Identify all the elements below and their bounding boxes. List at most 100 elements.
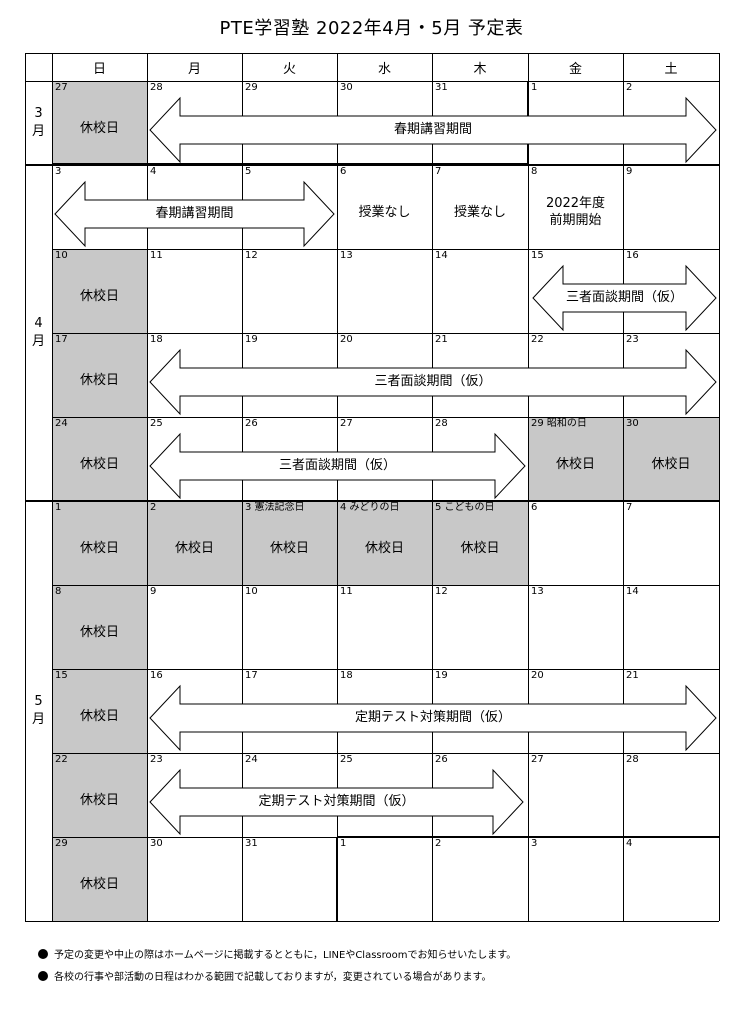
day-number: 3 bbox=[55, 166, 62, 177]
day-number: 14 bbox=[626, 586, 639, 597]
weekday-header: 土 bbox=[664, 61, 678, 77]
day-cell: 11 bbox=[337, 585, 432, 669]
day-cell: 9 bbox=[147, 585, 242, 669]
day-note: 授業なし bbox=[358, 205, 411, 220]
day-cell: 5 bbox=[242, 165, 337, 249]
day-cell: 9 bbox=[623, 165, 719, 249]
grid-line bbox=[52, 668, 719, 670]
double-arrow-icon bbox=[54, 180, 335, 248]
day-number: 20 bbox=[531, 670, 544, 681]
day-number: 13 bbox=[340, 250, 353, 261]
day-number: 7 bbox=[626, 502, 633, 513]
bullet-icon bbox=[38, 971, 48, 981]
day-number: 18 bbox=[340, 670, 353, 681]
period-label: 三者面談期間（仮） bbox=[565, 290, 683, 305]
day-cell: 22 bbox=[528, 333, 623, 417]
period-label: 定期テスト対策期間（仮） bbox=[354, 710, 511, 725]
day-cell: 27 bbox=[528, 753, 623, 837]
period-label: 春期講習期間 bbox=[155, 206, 234, 221]
holiday-label: 休校日 bbox=[79, 373, 119, 388]
day-number: 31 bbox=[435, 82, 448, 93]
grid-line bbox=[25, 52, 719, 54]
grid-line bbox=[52, 163, 528, 165]
bullet-icon bbox=[38, 949, 48, 959]
grid-line bbox=[52, 416, 719, 418]
day-cell: 19 bbox=[432, 669, 528, 753]
day-number: 31 bbox=[245, 838, 258, 849]
day-number: 18 bbox=[150, 334, 163, 345]
double-arrow-icon bbox=[149, 348, 717, 416]
day-number: 12 bbox=[435, 586, 448, 597]
day-number: 16 bbox=[626, 250, 639, 261]
footnote-1: 予定の変更や中止の際はホームページに掲載するとともに，LINEやClassroo… bbox=[38, 945, 516, 967]
day-number: 17 bbox=[245, 670, 258, 681]
day-cell: 6 bbox=[528, 501, 623, 585]
day-number: 30 bbox=[150, 838, 163, 849]
day-cell: 8 2022年度 前期開始 bbox=[528, 165, 623, 249]
day-number: 30 bbox=[626, 418, 639, 429]
day-number: 26 bbox=[435, 754, 448, 765]
day-number: 15 bbox=[531, 250, 544, 261]
grid-line bbox=[336, 837, 338, 921]
day-cell: 13 bbox=[337, 249, 432, 333]
day-cell: 25 bbox=[147, 417, 242, 501]
double-arrow-icon bbox=[149, 96, 717, 164]
day-number: 20 bbox=[340, 334, 353, 345]
day-number: 3 bbox=[531, 838, 538, 849]
day-cell: 12 bbox=[242, 249, 337, 333]
holiday-label: 休校日 bbox=[79, 541, 119, 556]
day-cell: 24 bbox=[242, 753, 337, 837]
double-arrow-icon bbox=[149, 432, 526, 500]
day-number: 29 bbox=[245, 82, 258, 93]
day-number: 8 bbox=[531, 166, 538, 177]
day-number: 24 bbox=[245, 754, 258, 765]
grid-line bbox=[622, 53, 624, 921]
day-cell: 14 bbox=[623, 585, 719, 669]
holiday-label: 休校日 bbox=[364, 541, 404, 556]
day-number: 27 bbox=[531, 754, 544, 765]
month-label: 5 月 bbox=[31, 694, 45, 727]
day-cell: 4 bbox=[147, 165, 242, 249]
day-number: 4 みどりの日 bbox=[340, 502, 400, 513]
day-note: 授業なし bbox=[453, 205, 506, 220]
day-number: 27 bbox=[55, 82, 68, 93]
grid-line bbox=[24, 53, 26, 921]
day-cell: 4 みどりの日休校日 bbox=[337, 501, 432, 585]
day-cell: 7 bbox=[623, 501, 719, 585]
holiday-label: 休校日 bbox=[555, 457, 595, 472]
month-label: 3 月 bbox=[31, 106, 45, 139]
day-number: 19 bbox=[245, 334, 258, 345]
day-number: 9 bbox=[626, 166, 633, 177]
holiday-label: 休校日 bbox=[79, 877, 119, 892]
day-number: 28 bbox=[435, 418, 448, 429]
day-cell: 3 bbox=[52, 165, 147, 249]
day-note: 2022年度 前期開始 bbox=[545, 196, 606, 228]
day-cell: 15 bbox=[528, 249, 623, 333]
day-cell: 21 bbox=[432, 333, 528, 417]
grid-line bbox=[51, 53, 53, 921]
weekday-header: 日 bbox=[92, 61, 106, 77]
day-number: 4 bbox=[626, 838, 633, 849]
day-number: 25 bbox=[340, 754, 353, 765]
day-number: 5 bbox=[245, 166, 252, 177]
holiday-label: 休校日 bbox=[79, 289, 119, 304]
day-number: 7 bbox=[435, 166, 442, 177]
grid-line bbox=[25, 164, 719, 166]
grid-line bbox=[25, 500, 719, 502]
grid-line bbox=[337, 836, 719, 838]
day-number: 25 bbox=[150, 418, 163, 429]
weekday-header: 水 bbox=[377, 61, 391, 77]
day-cell: 25 bbox=[337, 753, 432, 837]
day-number: 26 bbox=[245, 418, 258, 429]
day-number: 15 bbox=[55, 670, 68, 681]
day-cell: 28 bbox=[432, 417, 528, 501]
double-arrow-icon bbox=[149, 768, 524, 836]
day-cell: 30 bbox=[337, 81, 432, 165]
day-cell: 10 bbox=[242, 585, 337, 669]
day-cell: 2 bbox=[432, 837, 528, 921]
